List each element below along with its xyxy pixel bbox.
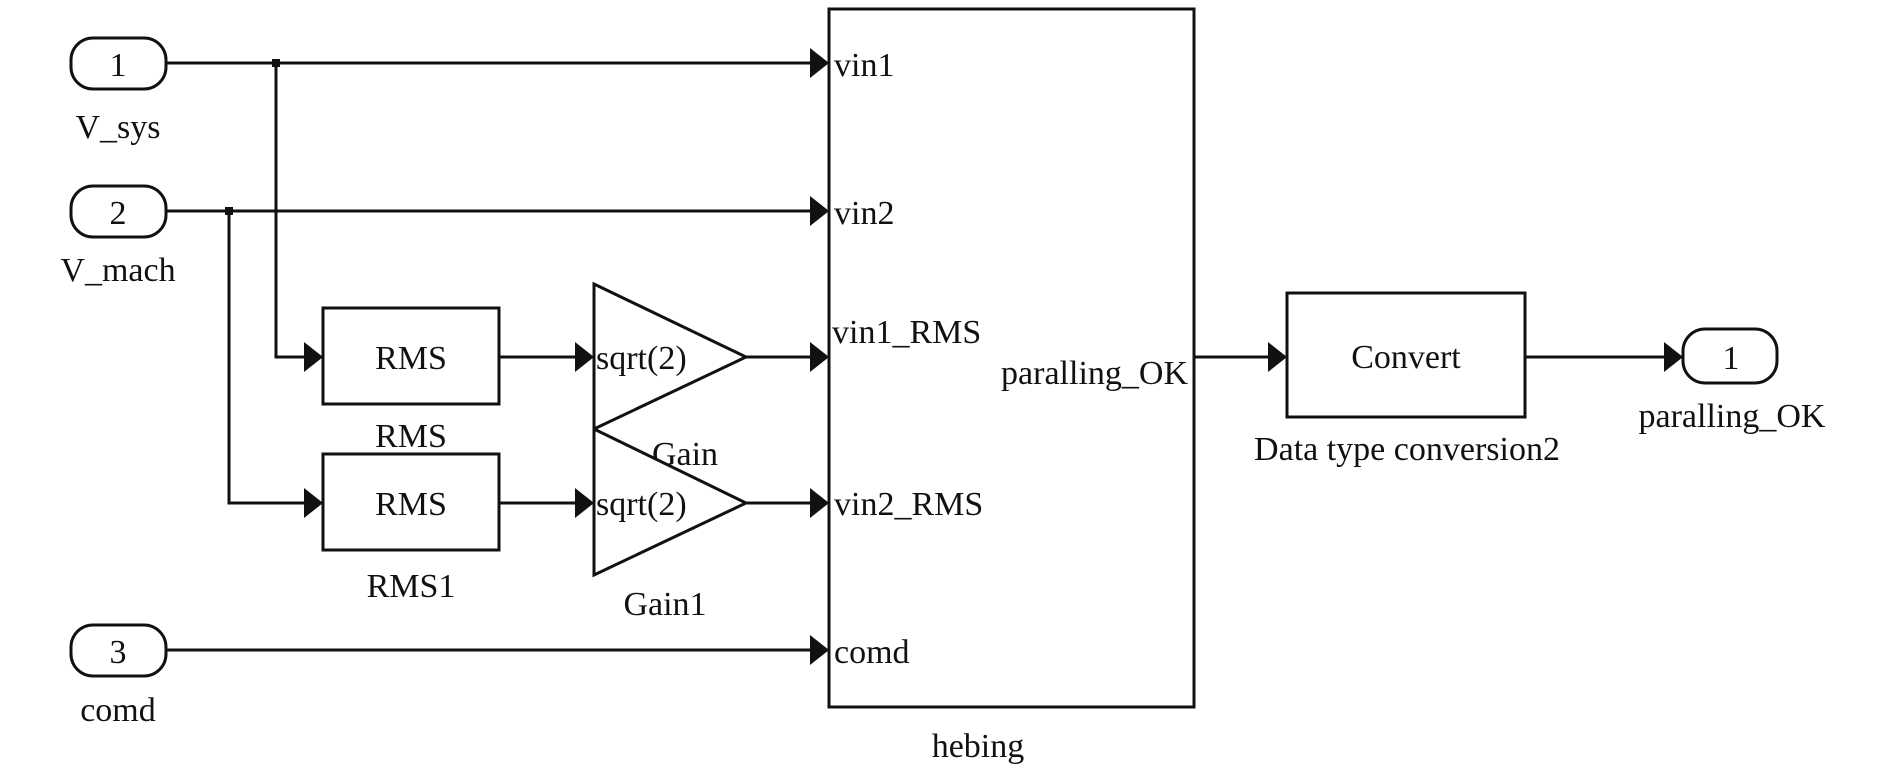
port-label-vin1-rms: vin1_RMS bbox=[832, 314, 981, 351]
inport-2-label: V_mach bbox=[60, 252, 175, 289]
inport-1[interactable]: 1 V_sys bbox=[69, 36, 168, 146]
inport-3[interactable]: 3 comd bbox=[69, 623, 168, 729]
inport-1-label: V_sys bbox=[75, 109, 160, 146]
port-label-vin2-rms: vin2_RMS bbox=[834, 486, 983, 523]
branch-point-vmach bbox=[225, 207, 233, 215]
rms-block-label: RMS bbox=[375, 418, 447, 455]
arrowhead-icon bbox=[810, 488, 829, 518]
inport-1-number: 1 bbox=[110, 47, 127, 84]
data-type-conversion-label: Data type conversion2 bbox=[1254, 431, 1560, 468]
data-type-conversion-block[interactable]: Convert Data type conversion2 bbox=[1254, 291, 1560, 468]
gain-block-shape[interactable] bbox=[592, 281, 750, 432]
arrowhead-icon bbox=[575, 488, 594, 518]
arrowhead-icon bbox=[304, 342, 323, 372]
gain1-block[interactable]: sqrt(2) Gain1 bbox=[592, 426, 750, 623]
port-label-paralling-ok: paralling_OK bbox=[1001, 355, 1188, 392]
inport-2-number: 2 bbox=[110, 195, 127, 232]
hebing-subsystem-shape[interactable] bbox=[827, 7, 1196, 709]
gain1-block-label: Gain1 bbox=[623, 586, 706, 623]
rms-block[interactable]: RMS RMS bbox=[321, 306, 501, 455]
rms-block-text: RMS bbox=[375, 340, 447, 377]
gain-block-text: sqrt(2) bbox=[596, 340, 687, 377]
inport-3-number: 3 bbox=[110, 634, 127, 671]
inport-3-shape[interactable] bbox=[69, 623, 168, 678]
inport-3-label: comd bbox=[80, 692, 156, 729]
hebing-subsystem[interactable]: vin1 vin2 vin1_RMS vin2_RMS comd paralli… bbox=[827, 7, 1196, 765]
port-label-comd: comd bbox=[834, 634, 910, 671]
rms1-block-shape[interactable] bbox=[321, 452, 501, 552]
inport-2-shape[interactable] bbox=[69, 184, 168, 239]
wire-vmach-to-rms1[interactable] bbox=[227, 211, 306, 505]
hebing-subsystem-label: hebing bbox=[932, 728, 1025, 765]
wire-vsys-to-rms[interactable] bbox=[274, 63, 306, 359]
outport-1-label: paralling_OK bbox=[1639, 398, 1826, 435]
outport-1[interactable]: 1 paralling_OK bbox=[1639, 327, 1826, 435]
arrowhead-icon bbox=[304, 488, 323, 518]
branch-point-vsys bbox=[272, 59, 280, 67]
data-type-conversion-shape[interactable] bbox=[1285, 291, 1527, 419]
arrowhead-icon bbox=[1664, 342, 1683, 372]
arrowhead-icon bbox=[810, 48, 829, 78]
rms1-block-text: RMS bbox=[375, 486, 447, 523]
gain1-block-text: sqrt(2) bbox=[596, 486, 687, 523]
outport-1-shape[interactable] bbox=[1681, 327, 1779, 385]
port-label-vin2: vin2 bbox=[834, 195, 894, 232]
inport-1-shape[interactable] bbox=[69, 36, 168, 91]
arrowhead-icon bbox=[1268, 342, 1287, 372]
rms1-block-label: RMS1 bbox=[367, 568, 456, 605]
arrowhead-icon bbox=[810, 635, 829, 665]
outport-1-number: 1 bbox=[1723, 340, 1740, 377]
arrowheads bbox=[304, 48, 1683, 665]
arrowhead-icon bbox=[810, 196, 829, 226]
data-type-conversion-text: Convert bbox=[1351, 339, 1461, 376]
inport-2[interactable]: 2 V_mach bbox=[60, 184, 176, 289]
gain-block[interactable]: sqrt(2) Gain bbox=[592, 281, 750, 473]
arrowhead-icon bbox=[575, 342, 594, 372]
rms-block-shape[interactable] bbox=[321, 306, 501, 406]
signal-lines bbox=[167, 61, 1666, 652]
port-label-vin1: vin1 bbox=[834, 47, 894, 84]
gain1-block-shape[interactable] bbox=[592, 426, 750, 578]
arrowhead-icon bbox=[810, 342, 829, 372]
rms1-block[interactable]: RMS RMS1 bbox=[321, 452, 501, 605]
